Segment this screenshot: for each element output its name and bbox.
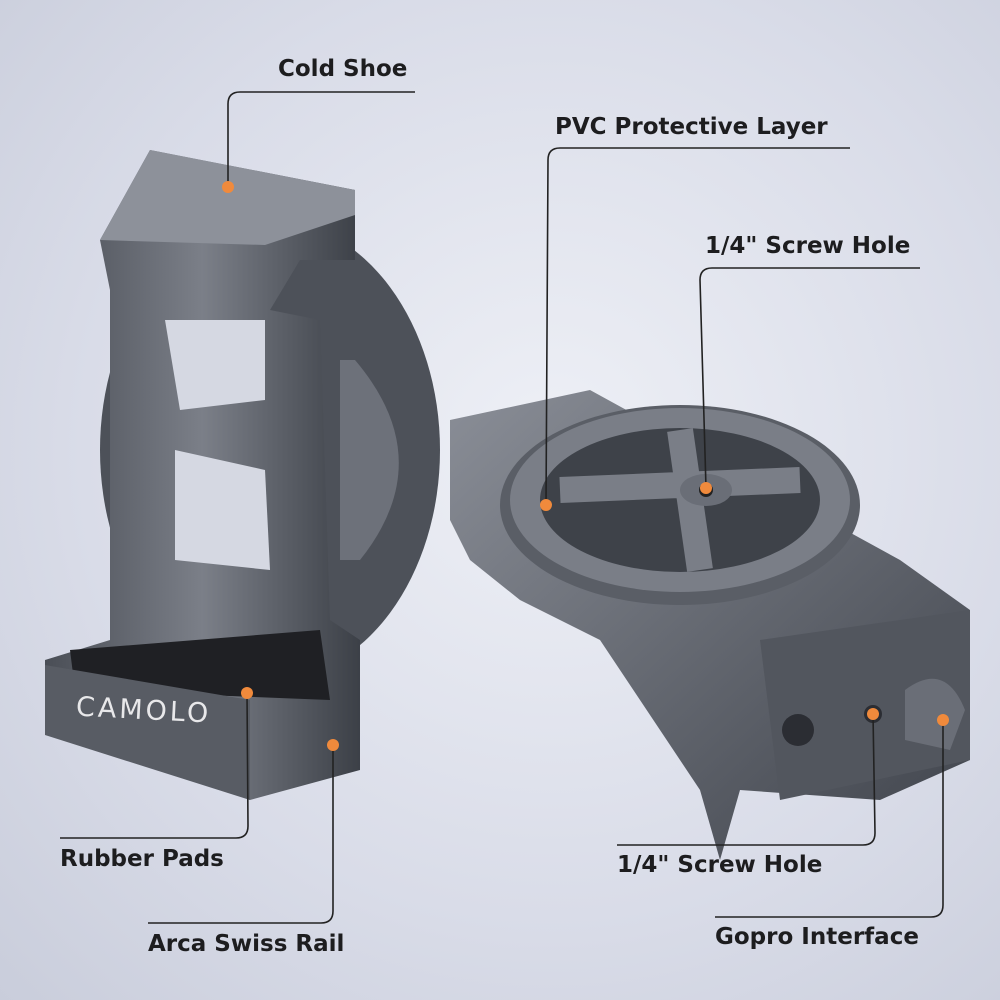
callout-dot <box>241 687 253 699</box>
label-cold-shoe: Cold Shoe <box>278 56 408 82</box>
label-arca-rail: Arca Swiss Rail <box>148 931 345 957</box>
label-screw-hole-top: 1/4" Screw Hole <box>705 233 911 259</box>
leader-lines <box>60 91 944 924</box>
callout-dot <box>327 739 339 751</box>
callout-dot <box>937 714 949 726</box>
label-rubber-pads: Rubber Pads <box>60 846 224 872</box>
label-gopro: Gopro Interface <box>715 924 919 950</box>
callout-dot <box>540 499 552 511</box>
callout-dot <box>700 482 712 494</box>
magnetic-mount-right <box>450 390 970 860</box>
phone-clamp-left <box>45 150 440 800</box>
callout-dot <box>867 708 879 720</box>
label-pvc-layer: PVC Protective Layer <box>555 114 828 140</box>
label-screw-hole-bottom: 1/4" Screw Hole <box>617 852 823 878</box>
callout-dot <box>222 181 234 193</box>
callout-dots <box>222 181 949 751</box>
